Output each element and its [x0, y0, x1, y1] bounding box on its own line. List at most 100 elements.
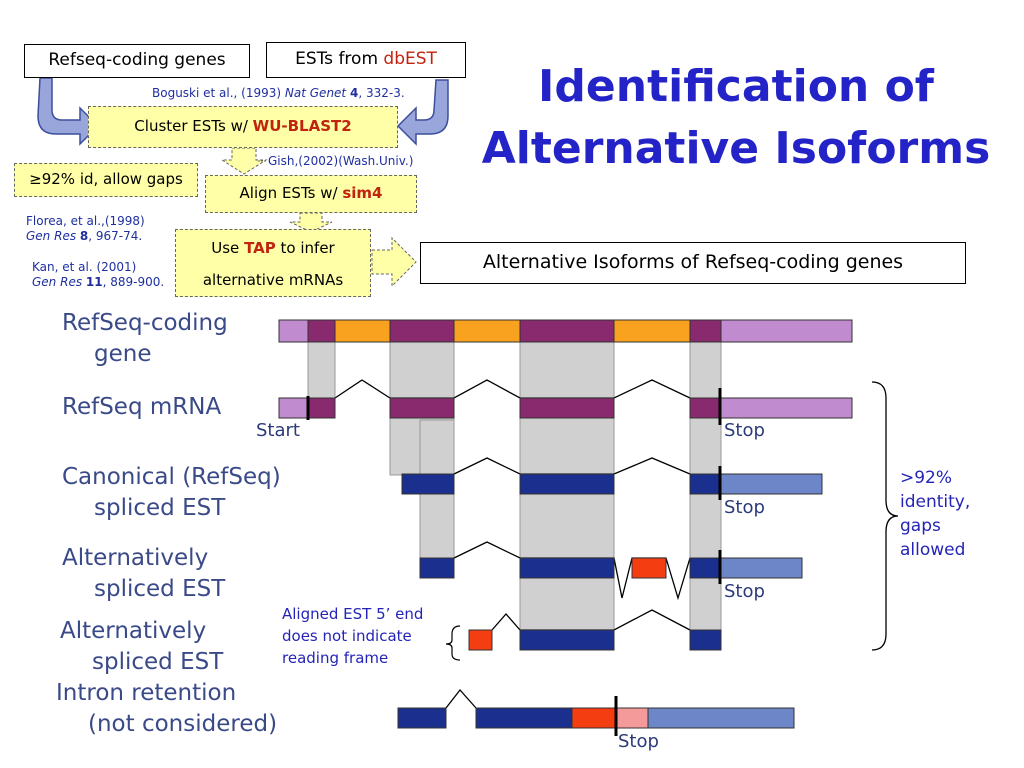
identity-note-line1: >92% — [900, 468, 953, 488]
stop-label-intron: Stop — [618, 731, 659, 752]
mrna-utr3 — [720, 397, 853, 419]
alt1-utr3 — [720, 557, 803, 579]
intron-exon-2 — [475, 707, 573, 729]
label-canonical: Canonical (RefSeq) spliced EST — [62, 462, 281, 524]
gene-exon-4 — [689, 319, 722, 343]
label-alt1-line2: spliced EST — [94, 576, 226, 602]
right-curved-arrow — [396, 79, 449, 146]
label-alt2-line1: Alternatively — [60, 618, 207, 644]
use-prefix: Use — [211, 239, 240, 257]
intron-retained-red — [571, 707, 617, 729]
canonical-exon-4 — [689, 473, 722, 495]
ests-box: ESTs from dbEST — [266, 42, 466, 78]
identity-note-line2: identity, — [900, 492, 971, 512]
mrna-exon-3 — [519, 397, 615, 419]
identity-note-line4: allowed — [900, 540, 966, 560]
mrna-exon-1 — [307, 397, 336, 419]
dbest-label: dbEST — [383, 49, 437, 69]
criteria-box: ≥92% id, allow gaps — [14, 163, 198, 197]
label-refseq-gene-line2: gene — [94, 341, 152, 367]
title-line-2: Alternative Isoforms — [481, 123, 991, 174]
shade-exon-1 — [307, 341, 336, 399]
kan-authors: Kan, et al. (2001) — [32, 260, 137, 274]
intron-utr3 — [647, 707, 795, 729]
page-title: Identification of Alternative Isoforms — [476, 56, 996, 180]
reading-frame-note: Aligned EST 5’ end does not indicate rea… — [282, 603, 423, 669]
intron-splice-lines — [445, 688, 477, 709]
gene-utr5 — [278, 319, 309, 343]
refseq-mrna-track — [278, 379, 853, 425]
stop-label-alt1: Stop — [724, 581, 765, 602]
align-prefix: Align ESTs w/ — [239, 184, 338, 202]
sim4-label: sim4 — [342, 184, 383, 202]
cluster-prefix: Cluster ESTs w/ — [134, 117, 248, 135]
boguski-pages: , 332-3. — [358, 86, 405, 100]
florea-authors: Florea, et al.,(1998) — [26, 214, 145, 228]
down-arrow-2 — [289, 212, 333, 233]
kan-journal: Gen Res — [32, 275, 83, 289]
boguski-volume: 4 — [349, 86, 359, 100]
refseq-genes-box: Refseq-coding genes — [24, 44, 250, 78]
flow-arrows — [37, 77, 449, 288]
kan-ref: Kan, et al. (2001) Gen Res 11, 889-900. — [32, 260, 164, 290]
refseq-gene-track — [278, 319, 853, 343]
use-tap-box: Use TAP to infer alternative mRNAs — [175, 229, 371, 297]
stop-label-canonical: Stop — [724, 497, 765, 518]
cluster-box: Cluster ESTs w/ WU-BLAST2 — [88, 106, 398, 148]
mrna-splice-lines — [334, 379, 691, 399]
boguski-ref: Boguski et al., (1993) Nat Genet 4, 332-… — [152, 86, 405, 101]
intron-retained-pink — [615, 707, 649, 729]
florea-pages: , 967-74. — [88, 229, 143, 243]
label-intron-retention: Intron retention (not considered) — [56, 678, 277, 740]
label-intron-line1: Intron retention — [56, 680, 237, 706]
intron-exon-1 — [397, 707, 447, 729]
florea-ref: Florea, et al.,(1998) Gen Res 8, 967-74. — [26, 214, 145, 244]
identity-brace — [871, 381, 899, 651]
identity-note-line3: gaps — [900, 516, 941, 536]
label-refseq-gene: RefSeq-coding gene — [62, 308, 228, 370]
canonical-utr3 — [720, 473, 823, 495]
reading-frame-line2: does not indicate — [282, 627, 412, 645]
use-line2: alternative mRNAs — [202, 271, 344, 289]
alt1-exon-4 — [689, 557, 722, 579]
label-refseq-gene-line1: RefSeq-coding — [62, 310, 228, 336]
boguski-authors: Boguski et al., (1993) — [152, 86, 285, 100]
gene-intron-2 — [453, 319, 521, 343]
alt1-splice-lines — [453, 541, 691, 601]
title-line-1: Identification of — [538, 61, 934, 112]
intron-retention-track — [397, 688, 795, 736]
wu-blast2-label: WU-BLAST2 — [252, 117, 352, 135]
alt2-novel-exon — [468, 629, 493, 651]
result-box: Alternative Isoforms of Refseq-coding ge… — [420, 242, 966, 284]
gene-utr3 — [720, 319, 853, 343]
canonical-exon-2 — [401, 473, 455, 495]
reading-frame-brace — [445, 625, 461, 661]
label-canonical-line2: spliced EST — [94, 495, 226, 521]
florea-journal: Gen Res — [26, 229, 77, 243]
alt1-novel-exon — [631, 557, 667, 579]
boguski-journal: Nat Genet — [284, 86, 347, 100]
florea-volume: 8 — [79, 229, 89, 243]
kan-pages: , 889-900. — [102, 275, 165, 289]
reading-frame-line3: reading frame — [282, 649, 389, 667]
label-canonical-line1: Canonical (RefSeq) — [62, 464, 281, 490]
right-arrow-1 — [371, 236, 417, 288]
alt2-exon-4 — [689, 629, 722, 651]
gene-intron-1 — [334, 319, 391, 343]
alt1-exon-2 — [419, 557, 455, 579]
label-alt2-line2: spliced EST — [92, 649, 224, 675]
identity-note: >92% identity, gaps allowed — [900, 466, 970, 562]
canonical-est-track — [401, 457, 823, 500]
mrna-exon-4 — [689, 397, 722, 419]
gish-ref: Gish,(2002)(Wash.Univ.) — [268, 154, 414, 168]
tap-label: TAP — [244, 239, 276, 257]
align-box: Align ESTs w/ sim4 — [205, 175, 417, 213]
alt1-exon-3 — [519, 557, 615, 579]
label-intron-line2: (not considered) — [88, 711, 278, 737]
alt1-est-track — [419, 541, 803, 601]
label-alt1: Alternatively spliced EST — [62, 543, 225, 605]
stop-label-mrna: Stop — [724, 420, 765, 441]
gene-exon-2 — [389, 319, 455, 343]
gene-exon-1 — [307, 319, 336, 343]
